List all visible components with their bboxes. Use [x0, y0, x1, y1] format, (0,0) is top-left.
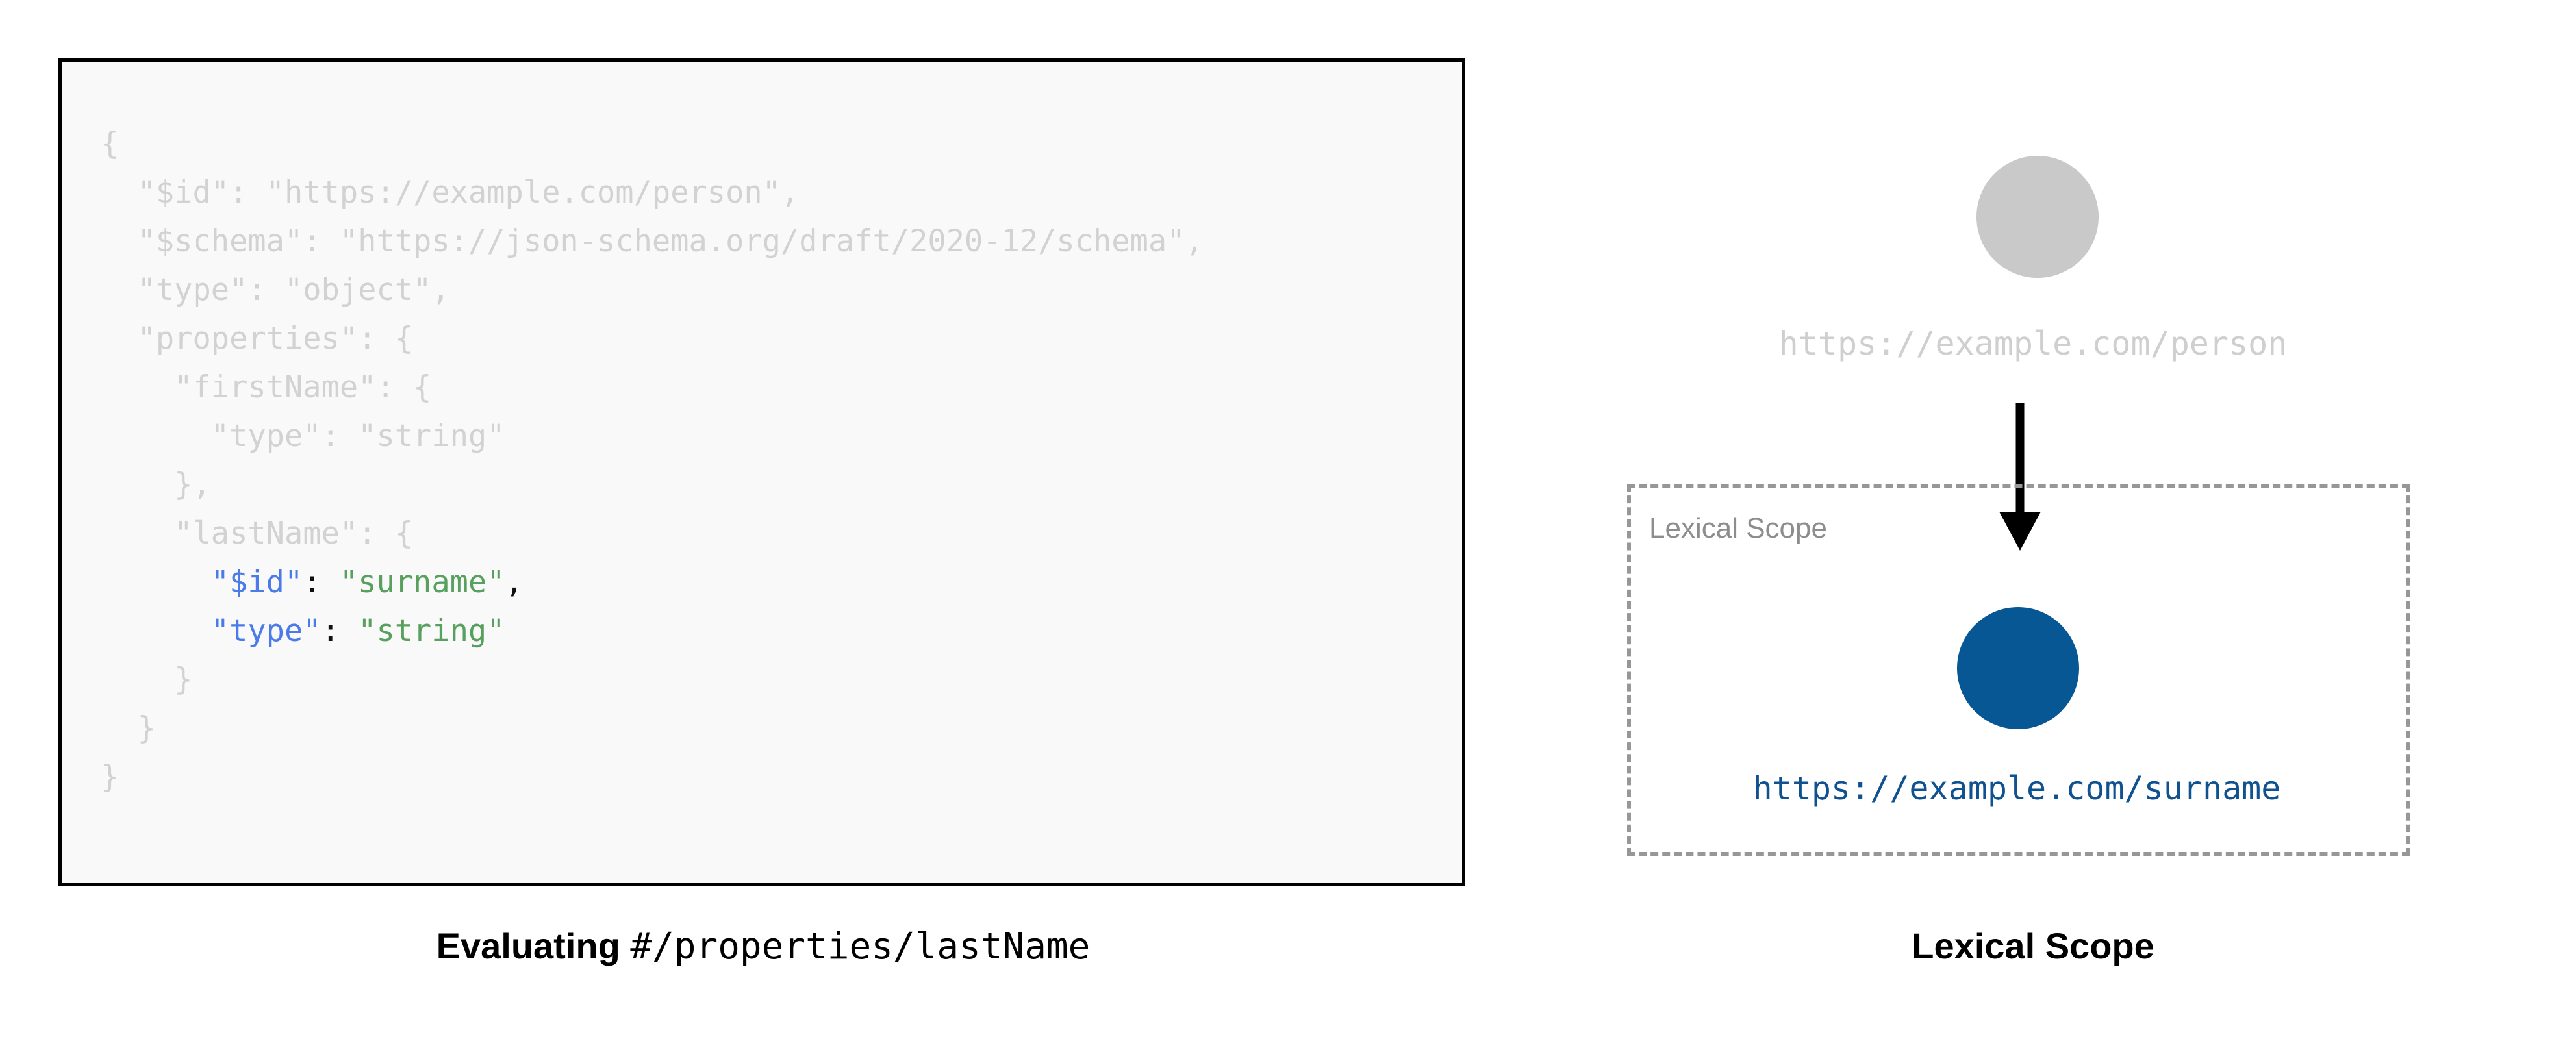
code-indent [101, 321, 138, 357]
code-token-key: "type" [137, 272, 248, 308]
code-panel: { "$id": "https://example.com/person", "… [0, 58, 1526, 968]
code-line: } [101, 753, 1204, 801]
code-indent [101, 175, 138, 210]
code-indent [101, 710, 138, 746]
lexical-scope-diagram: https://example.com/person Lexical Scope… [1526, 0, 2576, 1039]
code-token-key: "type" [210, 418, 322, 454]
code-line: "properties": { [101, 314, 1204, 363]
code-line: }, [101, 460, 1204, 509]
code-token-str: "https://json-schema.org/draft/2020-12/s… [339, 223, 1185, 259]
code-token-key: "$id" [137, 175, 230, 210]
code-token-str: "object" [284, 272, 432, 308]
code-token-str: "string" [358, 418, 505, 454]
code-line: "type": "string" [101, 412, 1204, 460]
code-indent [101, 613, 211, 649]
caption-lexical-scope: Lexical Scope [1912, 925, 2154, 966]
code-token-pun: , [1185, 223, 1204, 259]
code-token-str: "https://example.com/person" [266, 175, 781, 210]
code-line: } [101, 704, 1204, 753]
code-token-pun: : [321, 613, 359, 649]
code-line: "$id": "surname", [101, 558, 1204, 607]
code-token-pun: } [101, 759, 120, 795]
code-token-pun: { [101, 126, 120, 162]
code-indent [101, 418, 211, 454]
code-indent [101, 223, 138, 259]
code-token-pun: , [780, 175, 800, 210]
code-line: { [101, 119, 1204, 168]
code-indent [101, 516, 174, 551]
code-line: "$id": "https://example.com/person", [101, 168, 1204, 217]
code-token-pun: : [247, 272, 284, 308]
code-token-pun: , [431, 272, 450, 308]
code-token-key: "properties" [137, 321, 359, 357]
code-line: "lastName": { [101, 509, 1204, 558]
outer-node-label: https://example.com/person [1778, 325, 2288, 362]
code-token-pun: } [174, 662, 193, 697]
caption-evaluating-pointer: #/properties/lastName [630, 925, 1091, 968]
code-token-pun: : { [376, 369, 432, 405]
code-token-key: "type" [210, 613, 322, 649]
code-token-key: "firstName" [174, 369, 377, 405]
caption-evaluating: Evaluating #/properties/lastName [0, 925, 1526, 968]
code-token-str: "string" [358, 613, 505, 649]
code-line: "type": "object", [101, 266, 1204, 314]
lexical-scope-box: Lexical Scope [1627, 484, 2410, 856]
json-code-block: { "$id": "https://example.com/person", "… [58, 58, 1465, 886]
code-indent [101, 369, 174, 405]
caption-evaluating-bold: Evaluating [436, 925, 620, 966]
code-line: "$schema": "https://json-schema.org/draf… [101, 217, 1204, 266]
inner-node-label: https://example.com/surname [1752, 770, 2281, 807]
code-token-key: "$schema" [137, 223, 303, 259]
inner-node-circle-icon [1957, 607, 2079, 729]
code-token-pun: : { [358, 516, 414, 551]
code-indent [101, 272, 138, 308]
code-token-pun: : { [358, 321, 414, 357]
code-token-pun: , [505, 564, 524, 600]
code-token-pun: : [303, 564, 340, 600]
code-token-pun: } [137, 710, 156, 746]
code-token-pun: : [303, 223, 340, 259]
code-token-key: "lastName" [174, 516, 359, 551]
lexical-scope-box-label: Lexical Scope [1649, 512, 1827, 544]
code-line: } [101, 655, 1204, 704]
code-indent [101, 564, 211, 600]
code-indent [101, 662, 174, 697]
code-token-pun: : [321, 418, 359, 454]
json-code-lines: { "$id": "https://example.com/person", "… [101, 119, 1204, 801]
code-line: "type": "string" [101, 607, 1204, 655]
code-token-key: "$id" [210, 564, 303, 600]
code-token-pun: }, [174, 467, 211, 503]
code-indent [101, 467, 174, 503]
code-token-str: "surname" [339, 564, 505, 600]
code-token-pun: : [229, 175, 266, 210]
code-line: "firstName": { [101, 363, 1204, 412]
outer-node-circle-icon [1976, 156, 2099, 278]
downward-arrow-icon [1999, 403, 2041, 551]
